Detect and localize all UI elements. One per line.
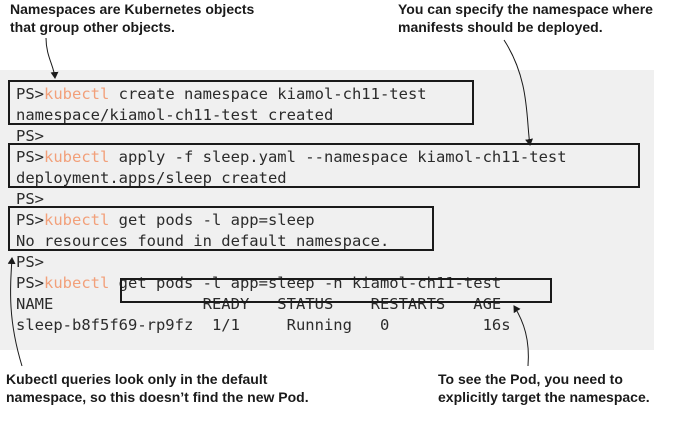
highlight-frame-create-namespace bbox=[8, 80, 474, 125]
terminal-table-header: NAME READY STATUS RESTARTS AGE bbox=[16, 295, 502, 313]
terminal-line-get-pods: PS>kubectl get pods -l app=sleep bbox=[16, 211, 315, 229]
highlight-frame-namespace-flag bbox=[120, 278, 552, 303]
terminal-prompt-empty: PS> bbox=[16, 127, 44, 145]
terminal-table-row: sleep-b8f5f69-rp9fz 1/1 Running 0 16s bbox=[16, 316, 511, 334]
terminal-output-namespace-created: namespace/kiamol-ch11-test created bbox=[16, 106, 334, 124]
terminal-output-no-resources: No resources found in default namespace. bbox=[16, 232, 390, 250]
terminal-panel: PS>kubectl create namespace kiamol-ch11-… bbox=[0, 70, 654, 350]
annotation-target-namespace: To see the Pod, you need to explicitly t… bbox=[438, 371, 650, 405]
terminal-line-apply: PS>kubectl apply -f sleep.yaml --namespa… bbox=[16, 148, 567, 166]
terminal-prompt-empty: PS> bbox=[16, 253, 44, 271]
highlight-frame-get-pods bbox=[8, 206, 434, 251]
terminal-output-deployment-created: deployment.apps/sleep created bbox=[16, 169, 287, 187]
terminal-prompt-empty: PS> bbox=[16, 190, 44, 208]
terminal-line-create-namespace: PS>kubectl create namespace kiamol-ch11-… bbox=[16, 85, 427, 103]
highlight-frame-apply bbox=[8, 143, 640, 188]
annotation-default-namespace: Kubectl queries look only in the default… bbox=[6, 371, 309, 405]
annotation-namespaces: Namespaces are Kubernetes objects that g… bbox=[10, 1, 255, 35]
annotation-specify-namespace: You can specify the namespace where mani… bbox=[398, 1, 653, 35]
